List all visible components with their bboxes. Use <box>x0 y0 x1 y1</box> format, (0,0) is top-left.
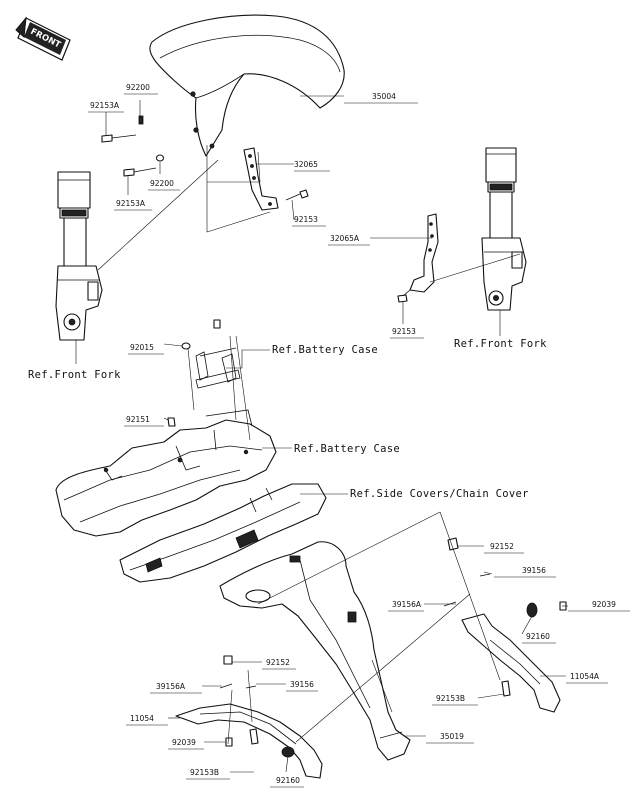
part-label: 11054 <box>130 714 154 723</box>
right-front-fork <box>481 147 527 311</box>
part-label: 92153A <box>116 199 146 208</box>
ref-label: Ref.Battery Case <box>272 344 378 356</box>
part-label: 39156 <box>290 680 314 689</box>
tail-frame-35019 <box>219 541 411 761</box>
battery-case-hardware <box>167 319 241 427</box>
part-label: 32065A <box>330 234 360 243</box>
rear-fender-undertray <box>55 409 277 537</box>
leader-lines <box>97 145 521 745</box>
part-label: 92153 <box>392 327 416 336</box>
bracket-32065 <box>243 147 279 211</box>
part-label: 92152 <box>266 658 290 667</box>
callout-lines <box>75 95 568 773</box>
part-label: 92153B <box>190 768 219 777</box>
left-front-fork <box>55 171 103 341</box>
part-label: 92015 <box>130 343 154 352</box>
front-fender-35004 <box>149 14 345 157</box>
inner-panel <box>119 483 327 583</box>
part-label: 35019 <box>440 732 464 741</box>
part-label: 39156A <box>392 600 422 609</box>
bracket-11054a <box>443 537 567 713</box>
part-label: 39156 <box>522 566 546 575</box>
part-label: 11054A <box>570 672 600 681</box>
part-label: 32065 <box>294 160 318 169</box>
bracket-32065a <box>397 213 439 303</box>
ref-label: Ref.Front Fork <box>454 338 547 350</box>
ref-label: Ref.Side Covers/Chain Cover <box>350 488 529 500</box>
part-label: 92153A <box>90 101 120 110</box>
part-label: 92039 <box>172 738 196 747</box>
fender-fasteners <box>101 115 309 201</box>
front-direction-badge: FRONT <box>15 16 71 61</box>
part-label: 92200 <box>150 179 174 188</box>
part-label: 92153 <box>294 215 318 224</box>
ref-label: Ref.Battery Case <box>294 443 400 455</box>
part-label: 39156A <box>156 682 186 691</box>
reference-labels: Ref.Battery Case Ref.Battery Case Ref.Si… <box>28 338 547 500</box>
part-label: 35004 <box>372 92 396 101</box>
part-label: 92160 <box>276 776 300 785</box>
part-labels: 92200 92153A 92200 92153A 35004 32065 92… <box>88 83 630 788</box>
part-label: 92160 <box>526 632 550 641</box>
part-label: 92200 <box>126 83 150 92</box>
part-label: 92152 <box>490 542 514 551</box>
part-label: 92039 <box>592 600 616 609</box>
part-label: 92151 <box>126 415 150 424</box>
ref-label: Ref.Front Fork <box>28 369 121 381</box>
part-label: 92153B <box>436 694 465 703</box>
bracket-11054 <box>175 655 323 779</box>
